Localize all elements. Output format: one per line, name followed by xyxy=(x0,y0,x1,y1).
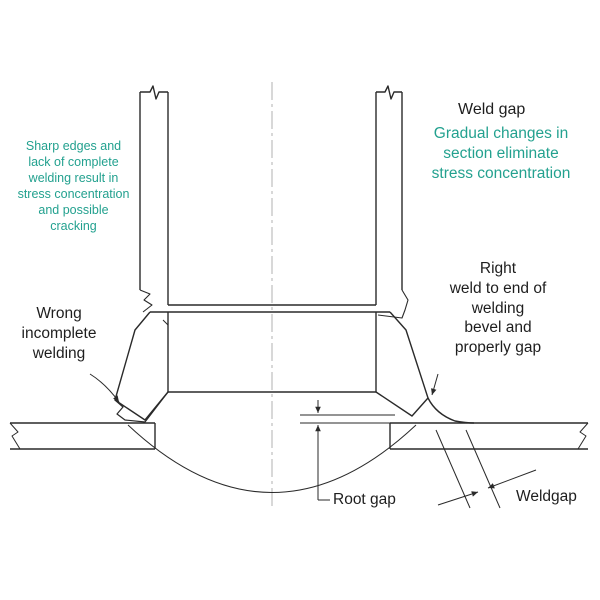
gradual-note-line-1: Gradual changes in xyxy=(433,125,569,142)
left-note-line-3: welding result in xyxy=(28,171,119,185)
right-weld-line-4: bevel and xyxy=(464,319,532,337)
gradual-note-line-2: section eliminate xyxy=(443,144,559,162)
root-gap-label: Root gap xyxy=(333,491,396,508)
right-wall xyxy=(375,85,409,319)
right-bevel xyxy=(375,311,429,417)
weld-gap-top-label: Weld gap xyxy=(458,101,526,118)
right-weld-label: Right weld to end of welding bevel and p… xyxy=(432,259,564,358)
right-weld-line-3: welding xyxy=(471,299,525,317)
wrong-weld-line-2: incomplete xyxy=(21,324,97,342)
wrong-weld-leader xyxy=(89,373,120,403)
right-base-plate xyxy=(389,422,589,450)
left-bevel-inner xyxy=(162,319,169,326)
weld-gap-dimension xyxy=(435,429,537,509)
gradual-note-line-3: stress concentration xyxy=(431,164,571,182)
wrong-weld-line-1: Wrong xyxy=(36,305,82,322)
right-weld-line-1: Right xyxy=(479,260,517,277)
left-note-line-1: Sharp edges and xyxy=(25,139,122,153)
root-gap-dimension xyxy=(300,400,395,501)
left-note-line-6: cracking xyxy=(50,219,97,233)
wrong-weld-line-3: welding xyxy=(32,344,86,362)
right-weld-line-5: properly gap xyxy=(454,339,542,357)
right-weld-line-2: weld to end of xyxy=(449,279,547,297)
left-note-line-2: lack of complete xyxy=(28,155,119,169)
left-note-line-4: stress concentration xyxy=(17,187,130,201)
left-bevel xyxy=(114,311,169,421)
left-note: Sharp edges and lack of complete welding… xyxy=(12,138,135,234)
wrong-weld-bead xyxy=(114,391,169,423)
wrong-weld-label: Wrong incomplete welding xyxy=(8,304,110,363)
left-wall xyxy=(139,85,169,313)
gradual-note: Gradual changes in section eliminate str… xyxy=(412,124,590,183)
left-base-plate xyxy=(9,422,156,450)
left-note-line-5: and possible xyxy=(38,203,109,217)
weld-gap-bottom-label: Weldgap xyxy=(516,488,577,505)
right-weld-fillet xyxy=(427,397,475,424)
weld-arc xyxy=(127,424,417,493)
right-weld-leader xyxy=(431,373,439,396)
